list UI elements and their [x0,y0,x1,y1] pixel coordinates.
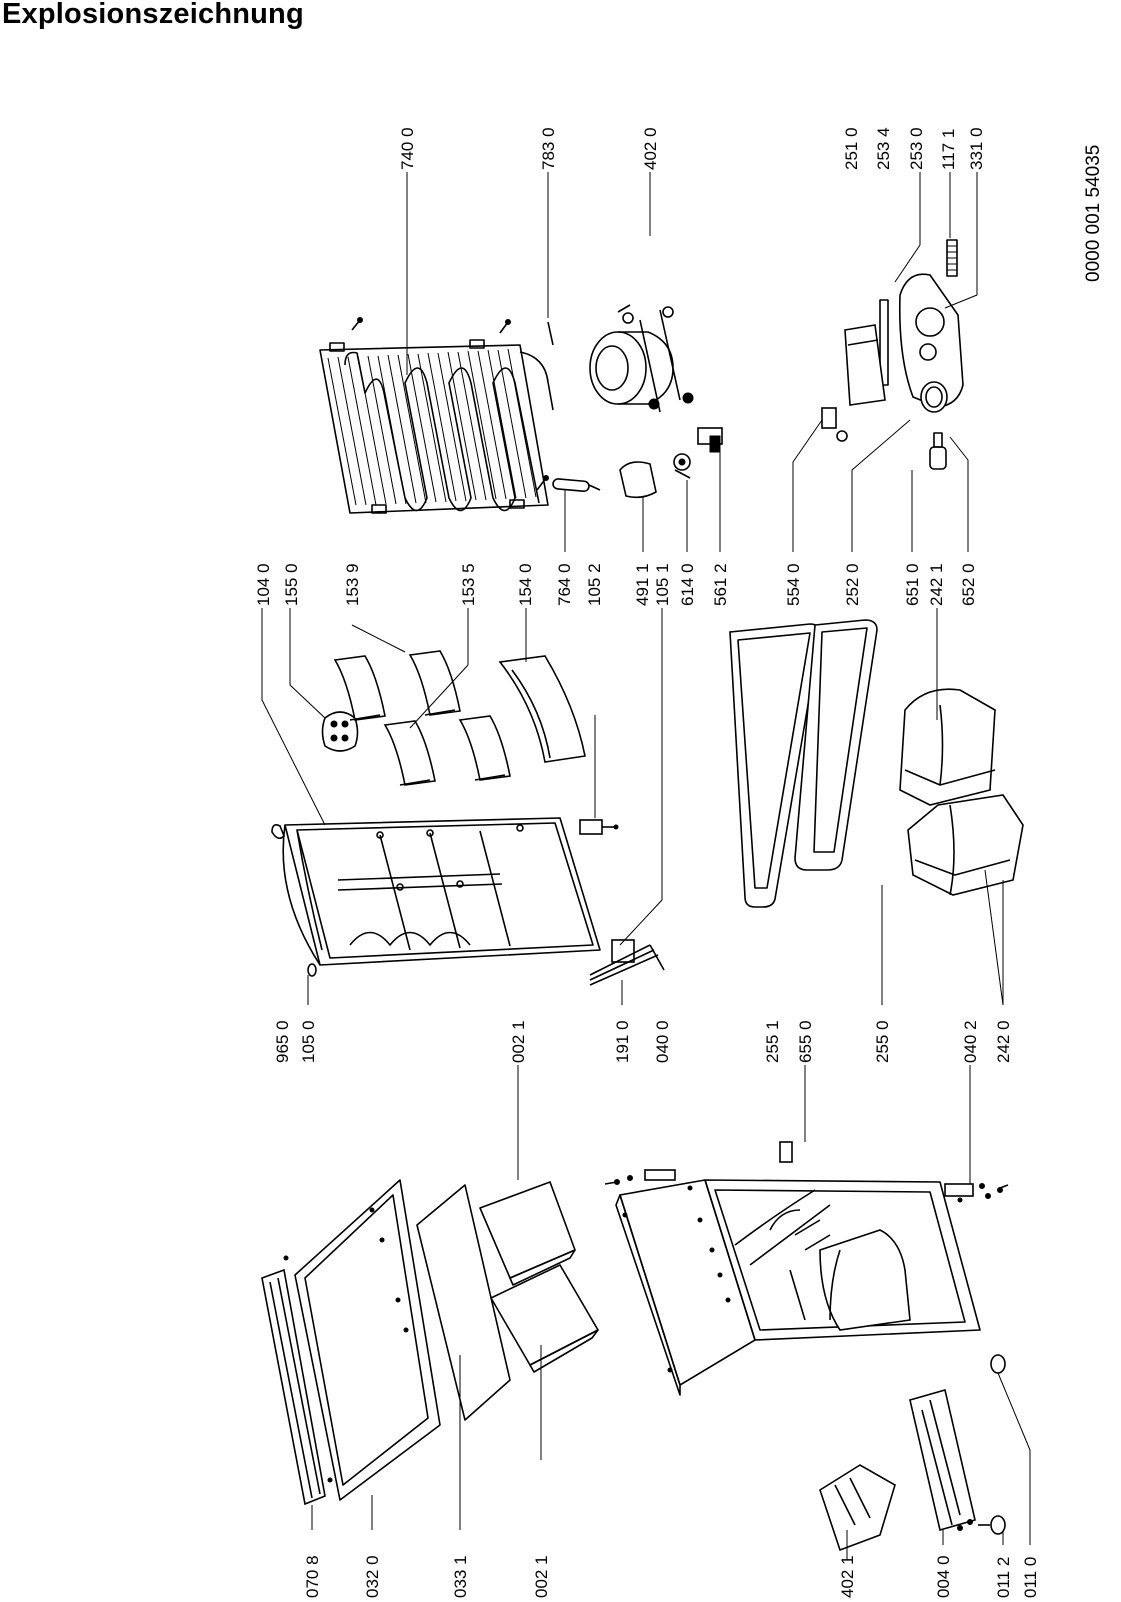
part-label: 965 0 [273,1020,292,1063]
egg-tray [321,711,359,752]
part-label: 652 0 [959,563,978,606]
door-gasket [589,944,665,986]
door-pin [271,824,285,840]
freezer-flap [261,1255,333,1506]
part-label: 191 0 [613,1020,632,1063]
base-rail [909,1388,976,1532]
page-title: Explosionszeichnung [2,0,304,30]
part-label: 011 2 [994,1557,1013,1598]
overload-protector [697,427,723,453]
hinge-bush [307,963,317,977]
filter-drier [552,478,601,493]
part-label: 117 1 [939,129,958,170]
compressor [589,304,694,413]
part-label: 491 1 [633,563,652,606]
terminal-cover [619,461,657,499]
part-label: 033 1 [451,1555,470,1598]
door-rack [383,720,436,786]
condenser-coil [319,317,554,514]
door-rack [408,650,461,716]
part-label: 331 0 [967,127,986,170]
part-label: 105 2 [585,563,604,606]
part-label: 561 2 [711,563,730,606]
part-label: 255 1 [763,1020,782,1063]
cabinet-body [615,1179,981,1396]
top-hinge [604,1169,676,1185]
crisper-drawer [907,794,1024,896]
door-switch [779,1141,793,1163]
adjustable-foot [990,1354,1006,1374]
part-label: 070 8 [303,1555,322,1598]
part-label: 554 0 [784,563,803,606]
door-rack [458,715,511,781]
part-label: 402 0 [641,127,660,170]
part-label: 002 1 [532,1555,551,1598]
part-label: 242 0 [994,1020,1013,1063]
part-label: 655 0 [796,1020,815,1063]
part-label: 402 1 [838,1555,857,1598]
part-label: 040 2 [961,1020,980,1063]
part-label: 651 0 [903,563,922,606]
crisper-drawer [899,688,996,806]
door-rack [333,655,386,721]
part-label: 011 0 [1021,1557,1040,1598]
part-label: 764 0 [555,563,574,606]
lamp-holder [821,407,848,442]
document-number: 0000 001 54035 [1083,145,1104,282]
capillary-tube [547,321,554,346]
bottle-rack [498,655,586,763]
part-label: 002 1 [509,1020,528,1063]
part-label: 740 0 [398,127,417,170]
freezer-door-panel [416,1184,511,1421]
door-assembly [282,817,601,966]
part-label: 783 0 [539,127,558,170]
part-labels: 740 0 783 0 402 0 251 0 253 4 253 0 117 … [254,127,1040,1598]
part-label: 153 9 [343,563,362,606]
lamp-bulb [929,432,947,470]
part-label: 251 0 [842,127,861,170]
spring-icon [946,239,958,277]
screw-icon [536,475,549,491]
part-label: 255 0 [873,1020,892,1063]
lower-hinge [944,1183,1009,1199]
part-label: 253 0 [907,127,926,170]
freezer-insert [479,1181,599,1373]
part-label: 105 1 [653,563,672,606]
glass-shelf [794,619,878,871]
part-label: 614 0 [678,563,697,606]
part-label: 105 0 [299,1020,318,1063]
part-label: 155 0 [282,563,301,606]
adjustable-foot [978,1515,1006,1535]
part-label: 040 0 [653,1020,672,1063]
part-label: 154 0 [516,563,535,606]
part-label: 153 5 [459,563,478,606]
part-label: 253 4 [874,127,893,170]
door-hinge [579,819,619,835]
part-label: 252 0 [843,563,862,606]
part-label: 004 0 [934,1555,953,1598]
leader-lines [261,172,1031,1560]
part-label: 242 1 [927,563,946,606]
start-relay [673,453,691,479]
part-label: 032 0 [363,1555,382,1598]
screw-icon [499,319,511,334]
thermostat-housing [844,239,964,413]
vent-grille [819,1464,896,1552]
freezer-door-frame [294,1179,441,1501]
part-label: 104 0 [254,563,273,606]
screw-icon [351,317,363,331]
